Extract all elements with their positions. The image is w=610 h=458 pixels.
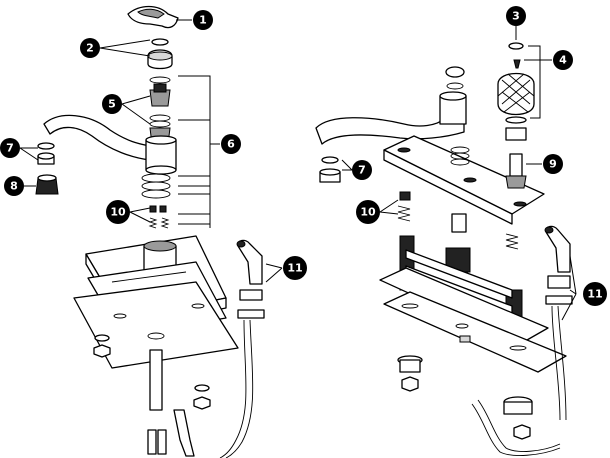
deck-plate-right — [383, 135, 545, 225]
side-sprayer-left — [219, 239, 265, 458]
side-sprayer-right — [544, 225, 573, 421]
seats-and-springs-right — [397, 191, 519, 250]
callout-2: 2 — [80, 38, 100, 58]
svg-text:6: 6 — [227, 138, 235, 151]
callout-3: 3 — [506, 6, 526, 26]
callout-8: 8 — [4, 176, 24, 196]
aerator-left — [35, 174, 59, 195]
valve-stem — [505, 153, 527, 189]
seats-and-springs-left — [148, 205, 170, 229]
aerator-washers-right — [319, 156, 341, 183]
callout-4: 4 — [553, 50, 573, 70]
svg-text:2: 2 — [86, 42, 94, 55]
aerator-washers-left — [37, 142, 55, 165]
svg-text:4: 4 — [559, 54, 567, 67]
callout-7-right: 7 — [352, 160, 372, 180]
callout-11-right: 11 — [583, 282, 607, 306]
svg-text:9: 9 — [549, 158, 557, 171]
callout-10-left: 10 — [106, 200, 130, 224]
ball-handle — [497, 59, 535, 141]
svg-text:7: 7 — [358, 164, 366, 177]
svg-text:10: 10 — [360, 206, 376, 219]
faucet-body-and-plate — [73, 235, 239, 411]
svg-text:3: 3 — [512, 10, 520, 23]
leader-lines — [19, 19, 577, 321]
base-gasket-right — [379, 267, 567, 373]
callout-7-left: 7 — [0, 138, 20, 158]
cap-and-ring — [147, 38, 173, 70]
spout-right — [315, 66, 467, 145]
swing-spout — [43, 114, 177, 175]
svg-text:1: 1 — [199, 14, 207, 27]
cartridge-stack — [149, 76, 171, 145]
handle-lever — [127, 5, 179, 29]
mounting-hardware-left — [93, 334, 211, 457]
body-o-rings — [141, 173, 171, 199]
left-faucet-assembly — [35, 5, 265, 458]
svg-text:11: 11 — [587, 288, 602, 301]
callout-6: 6 — [221, 134, 241, 154]
callout-9: 9 — [543, 154, 563, 174]
svg-text:11: 11 — [287, 262, 302, 275]
stem-rings-right — [450, 146, 470, 166]
callout-11-left: 11 — [283, 256, 307, 280]
handle-button — [508, 42, 524, 50]
svg-text:8: 8 — [10, 180, 18, 193]
callout-1: 1 — [193, 10, 213, 30]
callout-10-right: 10 — [356, 200, 380, 224]
callout-markers: 1 2 5 6 7 8 10 11 3 4 7 9 10 11 — [0, 6, 607, 306]
svg-text:7: 7 — [6, 142, 14, 155]
svg-text:5: 5 — [108, 98, 116, 111]
right-faucet-assembly — [315, 42, 573, 456]
callout-5: 5 — [102, 94, 122, 114]
svg-text:10: 10 — [110, 206, 126, 219]
mounting-hardware-right — [397, 355, 561, 456]
